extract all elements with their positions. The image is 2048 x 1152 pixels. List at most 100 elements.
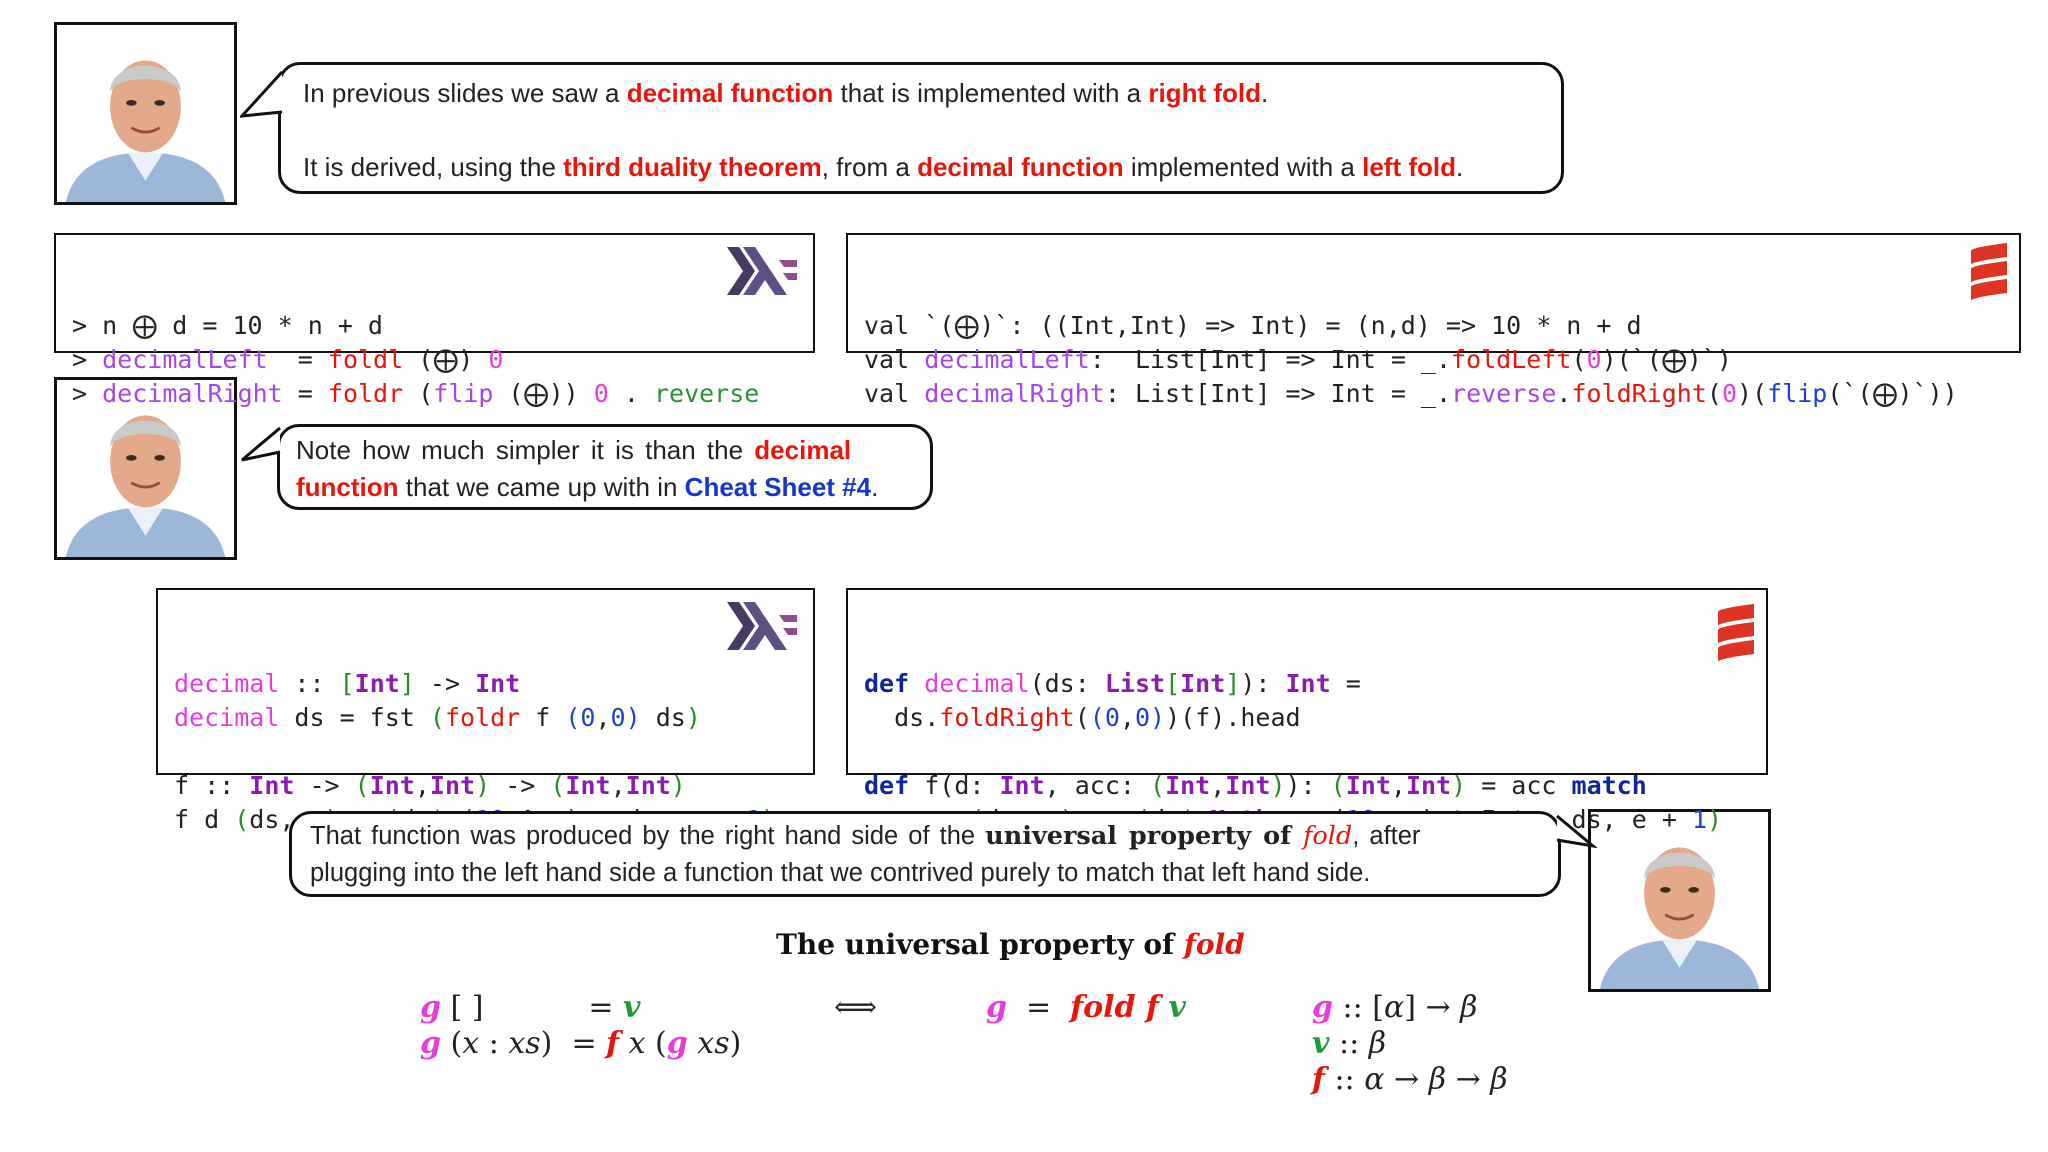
bubble3-line2: plugging into the left hand side a funct… — [310, 855, 1370, 891]
text-run: = — [1006, 990, 1071, 1025]
code-token: flip — [1767, 379, 1828, 408]
text-run: third duality theorem — [563, 152, 822, 182]
text-run: g — [1312, 990, 1333, 1025]
code-token: Int — [249, 771, 295, 800]
code-token: foldr — [327, 379, 404, 408]
code-token: -> — [414, 669, 476, 698]
code-token: ) — [475, 771, 491, 800]
bubble2-tail — [241, 426, 281, 462]
code-token: foldLeft — [1451, 345, 1572, 374]
text-run: g — [986, 990, 1007, 1025]
code-token: ds. — [864, 703, 940, 732]
code-token: , — [1390, 771, 1406, 800]
code-token: > n ⨁ d = 10 * n + d — [72, 311, 383, 340]
text-run — [688, 1026, 698, 1061]
code-token: = — [1330, 669, 1361, 698]
code-token: decimal — [924, 669, 1030, 698]
code-token: reverse — [653, 379, 760, 408]
code-token: ) — [625, 703, 641, 732]
code-token: ( — [565, 703, 581, 732]
code-token: :: — [279, 669, 340, 698]
code-token: decimalRight — [102, 379, 283, 408]
bubble3-line1: That function was produced by the right … — [310, 818, 1420, 854]
bubble1-line2: It is derived, using the third duality t… — [303, 149, 1463, 185]
code-token: , acc: — [1044, 771, 1150, 800]
code-token: [ — [339, 669, 355, 698]
text-run: β — [1460, 990, 1478, 1025]
text-run: β — [1368, 1026, 1387, 1061]
code-token: ) — [685, 703, 701, 732]
code-token: ( — [234, 805, 250, 834]
text-run: g — [420, 990, 441, 1025]
code-token: ( — [1330, 771, 1346, 800]
code-token: Int — [1345, 771, 1391, 800]
text-run — [619, 1026, 629, 1061]
code-token: )( — [1737, 379, 1768, 408]
text-run: xs — [697, 1026, 730, 1061]
code-token: ( — [1150, 771, 1166, 800]
code-token: 0 — [1134, 703, 1151, 732]
code-line — [174, 735, 813, 769]
text-run: fold f — [1070, 990, 1159, 1025]
text-run: . — [1455, 152, 1464, 182]
type-signature-v: v :: β — [1312, 1024, 1386, 1064]
code-line: val decimalLeft: List[Int] => Int = _.fo… — [864, 343, 2019, 377]
bubble2-line1: Note how much simpler it is than the dec… — [296, 432, 851, 468]
code-token: Int — [999, 771, 1045, 800]
code-token: )(f).head — [1165, 703, 1301, 732]
text-run: :: [ — [1332, 990, 1384, 1025]
code-token: -> — [294, 771, 355, 800]
code-token: def — [864, 669, 925, 698]
text-run: decimal function — [917, 152, 1124, 182]
bubble1-line1: In previous slides we saw a decimal func… — [303, 75, 1268, 111]
code-token: f — [520, 703, 566, 732]
text-run: implemented with a — [1123, 152, 1363, 182]
code-token: Int — [1165, 771, 1211, 800]
universal-title-prefix: The universal property of — [776, 928, 1184, 961]
code-token: Int — [565, 771, 611, 800]
code-token: ) — [1451, 771, 1467, 800]
code-token: 0 — [1721, 379, 1738, 408]
scala-logo-icon — [1971, 243, 2007, 301]
code-token: val — [864, 379, 925, 408]
code-token: : List[Int] => Int = _. — [1089, 345, 1452, 374]
code-token: match — [1571, 771, 1647, 800]
text-run: , after — [1352, 822, 1421, 850]
universal-lhs-line2: g (x : xs) = f x (g xs) — [420, 1024, 741, 1064]
code-line: val `(⨁)`: ((Int,Int) => Int) = (n,d) =>… — [864, 309, 2019, 343]
code-token: ( — [429, 703, 445, 732]
code-token: Int — [625, 771, 671, 800]
text-run: In previous slides we saw a — [303, 78, 627, 108]
type-signature-f: f :: α → β → β — [1312, 1060, 1508, 1100]
code-token: foldr — [444, 703, 521, 732]
bubble2-line2: function that we came up with in Cheat S… — [296, 469, 878, 505]
code-token: decimalLeft — [102, 345, 268, 374]
code-token: , — [595, 703, 611, 732]
code-token: ) — [670, 771, 686, 800]
text-run: ) — [729, 1026, 742, 1061]
speech-bubble-2: Note how much simpler it is than the dec… — [277, 424, 933, 510]
text-run: . — [1260, 78, 1269, 108]
code-token: ] — [1225, 669, 1241, 698]
text-run: x — [462, 1026, 480, 1061]
code-token: . — [608, 379, 654, 408]
code-token: = — [267, 345, 328, 374]
text-run: plugging into the left hand side a funct… — [310, 859, 1371, 887]
code-token: List — [1104, 669, 1166, 698]
text-run: fold — [1302, 821, 1353, 851]
text-run: α — [1364, 1062, 1385, 1097]
code-token: = acc — [1466, 771, 1572, 800]
code-token: )(`(⨁)`) — [1601, 345, 1732, 374]
code-token: ( — [1089, 703, 1105, 732]
text-run: f — [1312, 1062, 1325, 1097]
text-run: ] → — [1404, 990, 1461, 1025]
text-run: , from a — [821, 152, 918, 182]
code-token: Int — [1180, 669, 1226, 698]
text-run: v — [1312, 1026, 1330, 1061]
code-token: f(d: — [924, 771, 1000, 800]
code-token: val `(⨁)`: ((Int,Int) => Int) = (n,d) =>… — [864, 311, 1642, 340]
text-run: It is derived, using the — [303, 152, 564, 182]
code-token: ( — [1571, 345, 1587, 374]
code-token: = — [282, 379, 328, 408]
